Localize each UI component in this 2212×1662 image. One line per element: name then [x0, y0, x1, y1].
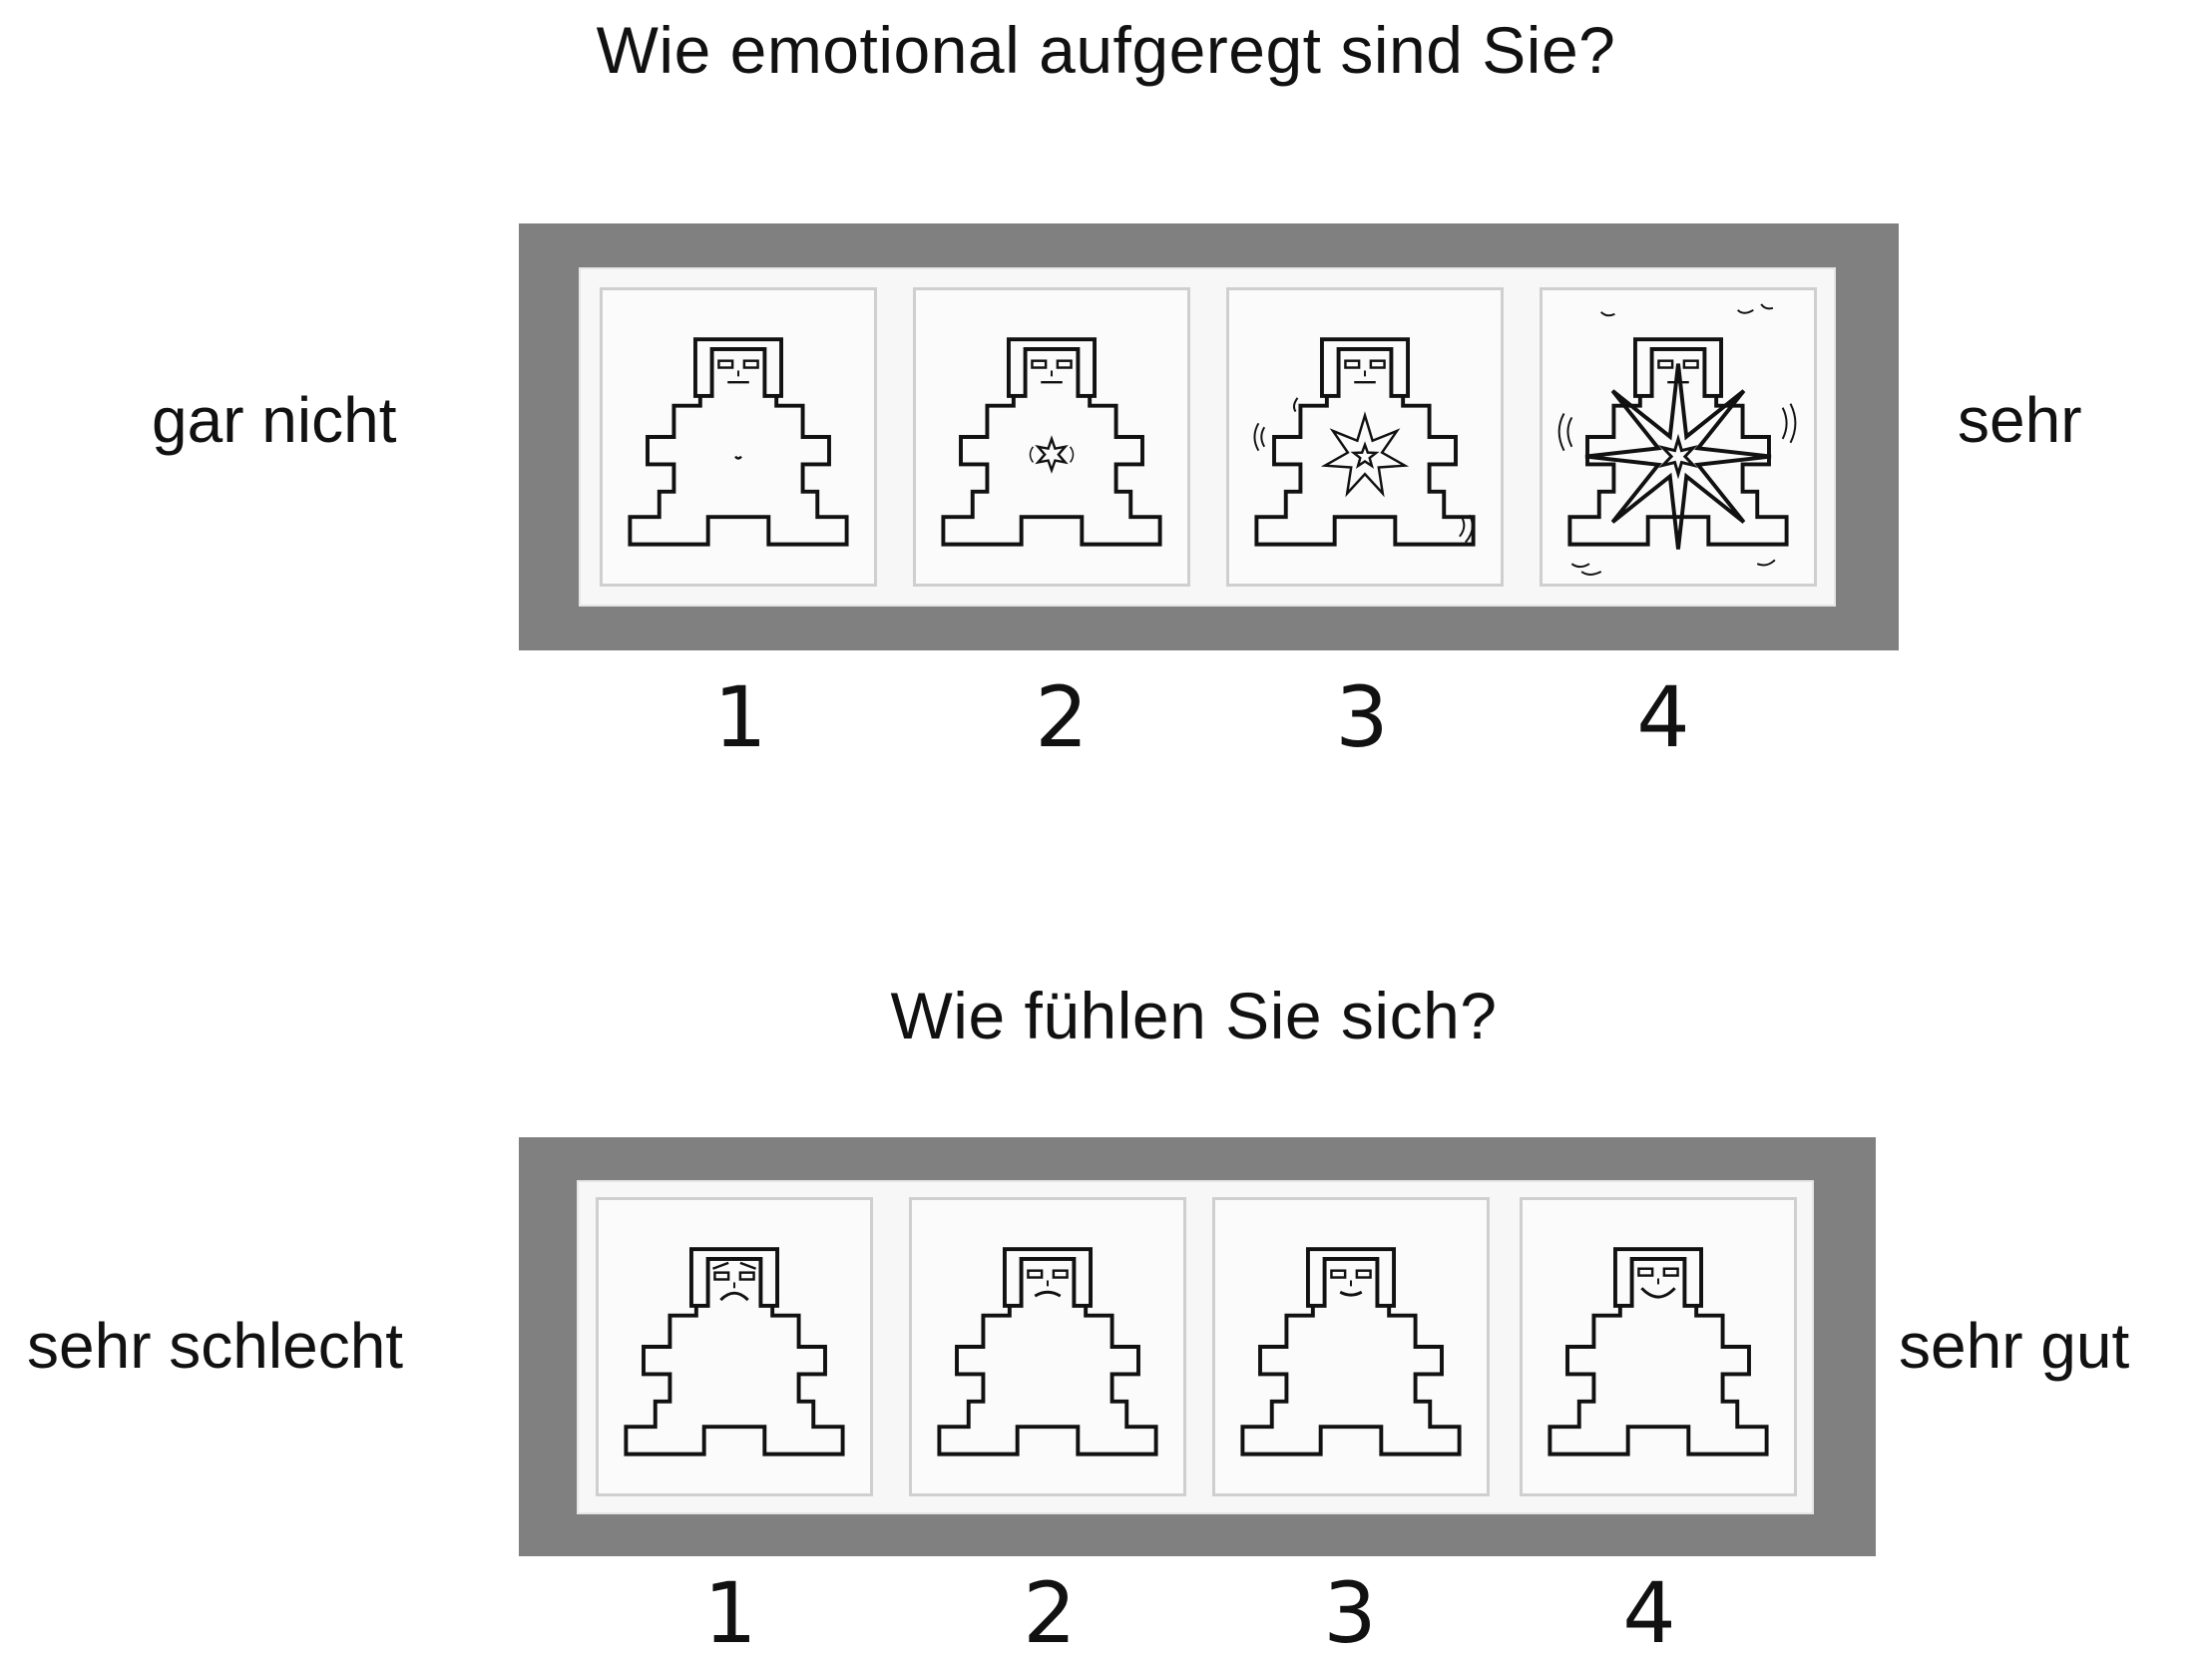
arousal-question: Wie emotional aufgeregt sind Sie?	[596, 13, 1616, 87]
arousal-number-2: 2	[1035, 668, 1089, 766]
arousal-number-3: 3	[1335, 668, 1389, 766]
valence-option-1[interactable]	[596, 1197, 873, 1496]
valence-number-2: 2	[1023, 1564, 1077, 1662]
valence-number-4: 4	[1622, 1564, 1676, 1662]
valence-option-3[interactable]	[1212, 1197, 1490, 1496]
arousal-option-4[interactable]	[1540, 287, 1817, 587]
valence-question: Wie fühlen Sie sich?	[890, 979, 1498, 1052]
neutral-smile-figure-icon	[1240, 1247, 1462, 1456]
arousal-label-low: gar nicht	[152, 384, 397, 456]
arousal-label-high: sehr	[1958, 384, 2082, 456]
valence-label-low: sehr schlecht	[27, 1310, 404, 1382]
valence-option-2[interactable]	[909, 1197, 1186, 1496]
arousal-number-4: 4	[1636, 668, 1690, 766]
arousal-option-1[interactable]	[600, 287, 877, 587]
arousal-option-3[interactable]	[1226, 287, 1504, 587]
valence-number-3: 3	[1323, 1564, 1377, 1662]
calm-figure-icon	[628, 337, 849, 547]
sad-figure-icon	[937, 1247, 1158, 1456]
very-sad-figure-icon	[624, 1247, 845, 1456]
valence-number-1: 1	[703, 1564, 757, 1662]
valence-label-high: sehr gut	[1899, 1310, 2130, 1382]
highly-aroused-figure-icon	[1557, 303, 1797, 576]
happy-figure-icon	[1548, 1247, 1769, 1456]
arousal-option-2[interactable]	[913, 287, 1190, 587]
arousal-number-1: 1	[713, 668, 767, 766]
valence-option-4[interactable]	[1520, 1197, 1797, 1496]
aroused-figure-icon	[1253, 337, 1476, 547]
slightly-aroused-figure-icon	[941, 337, 1162, 547]
